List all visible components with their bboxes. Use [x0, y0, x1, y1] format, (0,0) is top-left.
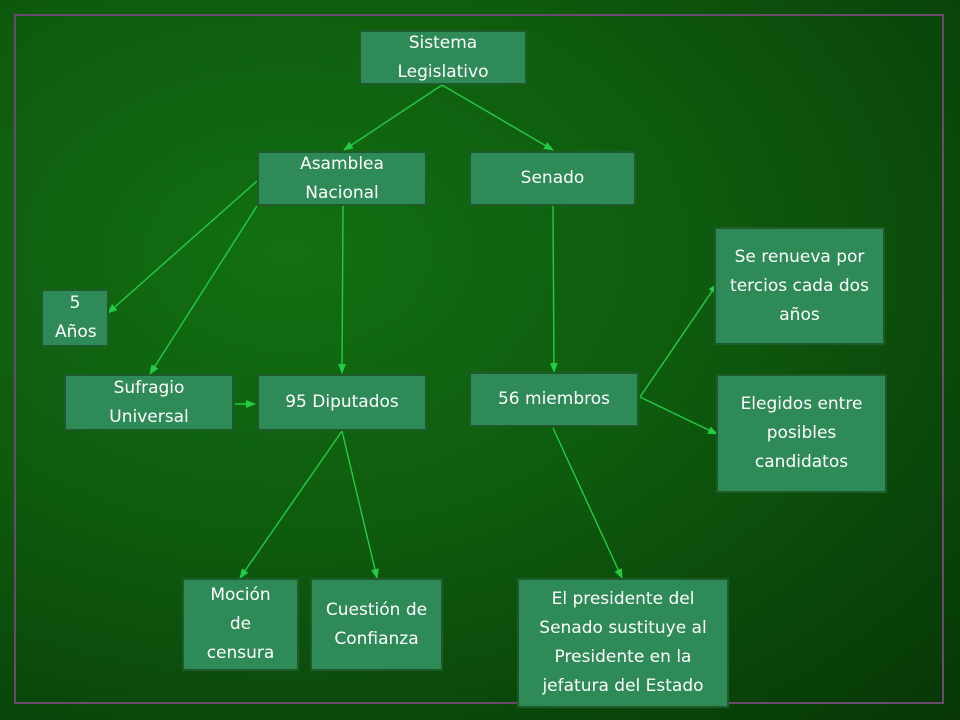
node-senado-label: Senado [520, 168, 585, 188]
node-sufragio-universal: Sufragio Universal [64, 374, 234, 431]
node-mocion-censura-label: Moción de censura [206, 585, 275, 663]
arrow-asamblea-to-5anos [107, 180, 258, 314]
node-senado: Senado [469, 151, 636, 206]
node-renueva-tercios: Se renueva por tercios cada dos años [714, 227, 885, 345]
node-cuestion-confianza-label: Cuestión de Confianza [325, 599, 428, 649]
node-56-miembros: 56 miembros [469, 372, 639, 427]
node-sufragio-universal-label: Sufragio Universal [109, 377, 189, 427]
node-elegidos-candidatos: Elegidos entre posibles candidatos [716, 374, 887, 493]
node-sistema-legislativo-label: Sistema Legislativo [397, 32, 489, 82]
arrow-asamblea-to-sufragio [149, 205, 258, 375]
node-5-anos: 5 Años [41, 289, 109, 347]
node-renueva-tercios-label: Se renueva por tercios cada dos años [730, 246, 869, 325]
arrow-asamblea-to-diputados [338, 205, 347, 374]
node-presidente-senado-label: El presidente del Senado sustituye al Pr… [539, 589, 707, 696]
arrow-miembros-to-renueva [639, 283, 718, 398]
node-presidente-senado: El presidente del Senado sustituye al Pr… [517, 578, 729, 708]
node-56-miembros-label: 56 miembros [497, 389, 610, 409]
node-cuestion-confianza: Cuestión de Confianza [310, 578, 443, 671]
node-5-anos-label: 5 Años [55, 293, 97, 342]
node-95-diputados-label: 95 Diputados [285, 392, 399, 412]
arrow-sistema-to-senado [441, 84, 554, 151]
arrow-diputados-to-cuestion [341, 430, 379, 579]
arrow-miembros-to-presidente [552, 427, 623, 579]
arrow-miembros-to-elegidos [639, 396, 718, 435]
node-elegidos-candidatos-label: Elegidos entre posibles candidatos [740, 394, 863, 472]
node-asamblea-nacional: Asamblea Nacional [257, 151, 427, 206]
node-asamblea-nacional-label: Asamblea Nacional [300, 153, 384, 203]
node-95-diputados: 95 Diputados [257, 374, 427, 431]
node-sistema-legislativo: Sistema Legislativo [359, 30, 527, 85]
arrow-sistema-to-asamblea [343, 84, 443, 151]
node-mocion-censura: Moción de censura [182, 578, 299, 671]
arrow-senado-to-miembros [549, 205, 558, 373]
slide-frame [14, 14, 944, 704]
arrow-diputados-to-mocion [239, 430, 343, 579]
